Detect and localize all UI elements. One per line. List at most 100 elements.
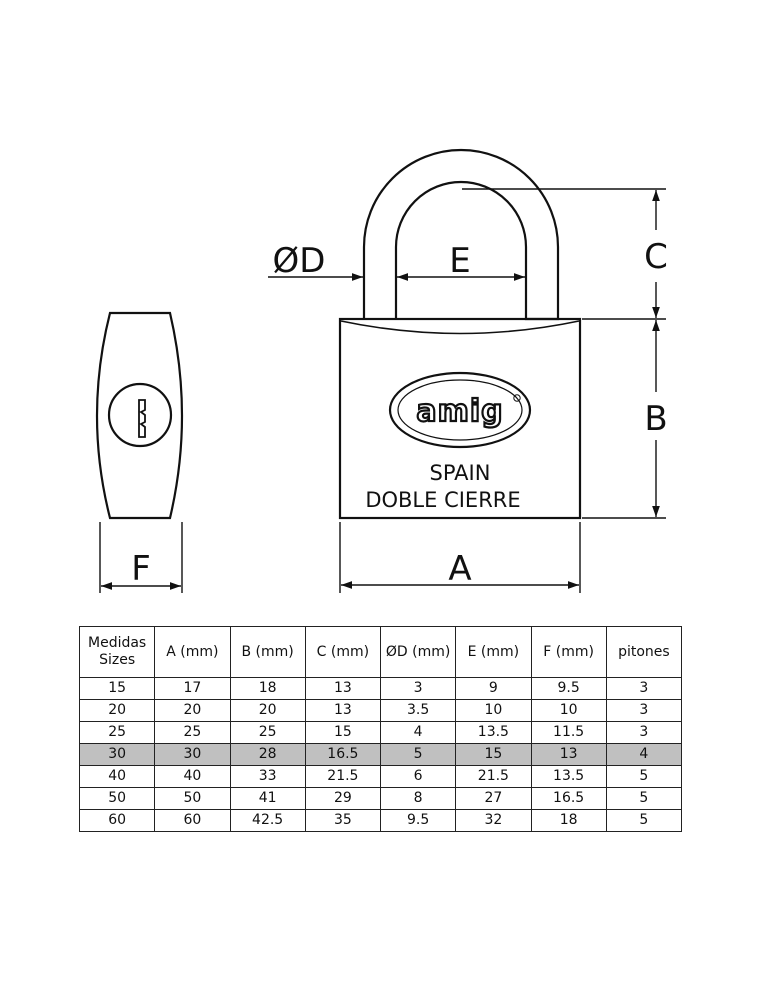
table-header-text: Medidas xyxy=(88,635,147,651)
table-cell: 30 xyxy=(78,743,156,766)
table-header-text: Sizes xyxy=(99,652,136,668)
label-e: E xyxy=(449,241,470,281)
keyhole-circle xyxy=(107,382,173,448)
table-cell: 3.5 xyxy=(379,699,457,722)
table-cell: 5 xyxy=(605,809,683,832)
table-cell: 60 xyxy=(154,809,231,832)
table-cell: 29 xyxy=(304,787,382,810)
table-cell: 27 xyxy=(455,787,532,810)
engraving-doble-cierre: DOBLE CIERRE xyxy=(365,488,520,512)
table-cell: 15 xyxy=(304,721,382,744)
body-top-curve xyxy=(340,320,580,335)
table-cell: 25 xyxy=(229,721,306,744)
table-cell: 18 xyxy=(530,809,607,832)
table-cell: 13 xyxy=(304,677,382,700)
table-cell: 10 xyxy=(530,699,607,722)
table-cell: 21.5 xyxy=(304,765,382,788)
table-header-text: C (mm) xyxy=(316,643,370,660)
table-header-cell: pitones xyxy=(605,626,683,678)
table-cell: 13 xyxy=(304,699,382,722)
table-header-cell: F (mm) xyxy=(530,626,607,678)
table-cell: 3 xyxy=(605,699,683,722)
table-cell: 35 xyxy=(304,809,382,832)
logo-amig: amig xyxy=(416,394,503,429)
table-header-cell: ØD (mm) xyxy=(379,626,457,678)
shackle xyxy=(362,148,560,321)
table-cell: 5 xyxy=(605,787,683,810)
padlock-dimension-drawing: F amig SPAIN DOBLE CIERRE C B A E ØD xyxy=(95,148,668,593)
padlock-body xyxy=(338,317,582,520)
table-cell: 18 xyxy=(229,677,306,700)
table-cell: 3 xyxy=(605,721,683,744)
table-cell: 9 xyxy=(455,677,532,700)
table-cell: 16.5 xyxy=(530,787,607,810)
table-cell: 20 xyxy=(229,699,306,722)
table-cell: 5 xyxy=(379,743,457,766)
table-cell: 10 xyxy=(455,699,532,722)
table-header-text: B (mm) xyxy=(241,643,294,660)
table-cell: 5 xyxy=(605,765,683,788)
table-cell: 3 xyxy=(605,677,683,700)
table-cell: 11.5 xyxy=(530,721,607,744)
table-cell: 33 xyxy=(229,765,306,788)
table-cell: 20 xyxy=(78,699,156,722)
table-cell: 6 xyxy=(379,765,457,788)
table-cell: 15 xyxy=(455,743,532,766)
table-header-text: A (mm) xyxy=(166,643,219,660)
side-view xyxy=(95,311,184,593)
table-cell: 17 xyxy=(154,677,231,700)
key-icon xyxy=(138,399,146,438)
table-cell: 40 xyxy=(78,765,156,788)
table-cell: 28 xyxy=(229,743,306,766)
table-cell: 50 xyxy=(78,787,156,810)
table-header-cell: A (mm) xyxy=(154,626,231,678)
table-cell: 42.5 xyxy=(229,809,306,832)
table-header-text: pitones xyxy=(618,643,670,660)
label-b: B xyxy=(644,399,667,439)
table-header-text: E (mm) xyxy=(467,643,520,660)
table-cell: 41 xyxy=(229,787,306,810)
table-cell: 40 xyxy=(154,765,231,788)
table-cell: 3 xyxy=(379,677,457,700)
table-cell: 60 xyxy=(78,809,156,832)
table-cell: 13 xyxy=(530,743,607,766)
label-a: A xyxy=(448,549,471,589)
table-cell: 25 xyxy=(154,721,231,744)
engraving-spain: SPAIN xyxy=(430,461,491,485)
table-cell: 9.5 xyxy=(379,809,457,832)
table-cell: 9.5 xyxy=(530,677,607,700)
table-cell: 32 xyxy=(455,809,532,832)
label-c: C xyxy=(644,237,668,277)
table-cell: 15 xyxy=(78,677,156,700)
front-view xyxy=(268,148,666,593)
table-cell: 4 xyxy=(605,743,683,766)
logo-oval xyxy=(388,371,532,449)
table-cell: 25 xyxy=(78,721,156,744)
table-header-text: F (mm) xyxy=(543,643,594,660)
table-cell: 20 xyxy=(154,699,231,722)
logo-oval-inner xyxy=(397,379,523,441)
table-cell: 16.5 xyxy=(304,743,382,766)
side-body-outline xyxy=(95,311,184,520)
table-header-cell: E (mm) xyxy=(455,626,532,678)
table-cell: 21.5 xyxy=(455,765,532,788)
table-header-cell: B (mm) xyxy=(229,626,306,678)
table-cell: 13.5 xyxy=(530,765,607,788)
table-cell: 30 xyxy=(154,743,231,766)
table-cell: 13.5 xyxy=(455,721,532,744)
table-cell: 50 xyxy=(154,787,231,810)
registered-mark xyxy=(513,394,521,402)
table-header-text: ØD (mm) xyxy=(385,643,451,660)
table-cell: 4 xyxy=(379,721,457,744)
